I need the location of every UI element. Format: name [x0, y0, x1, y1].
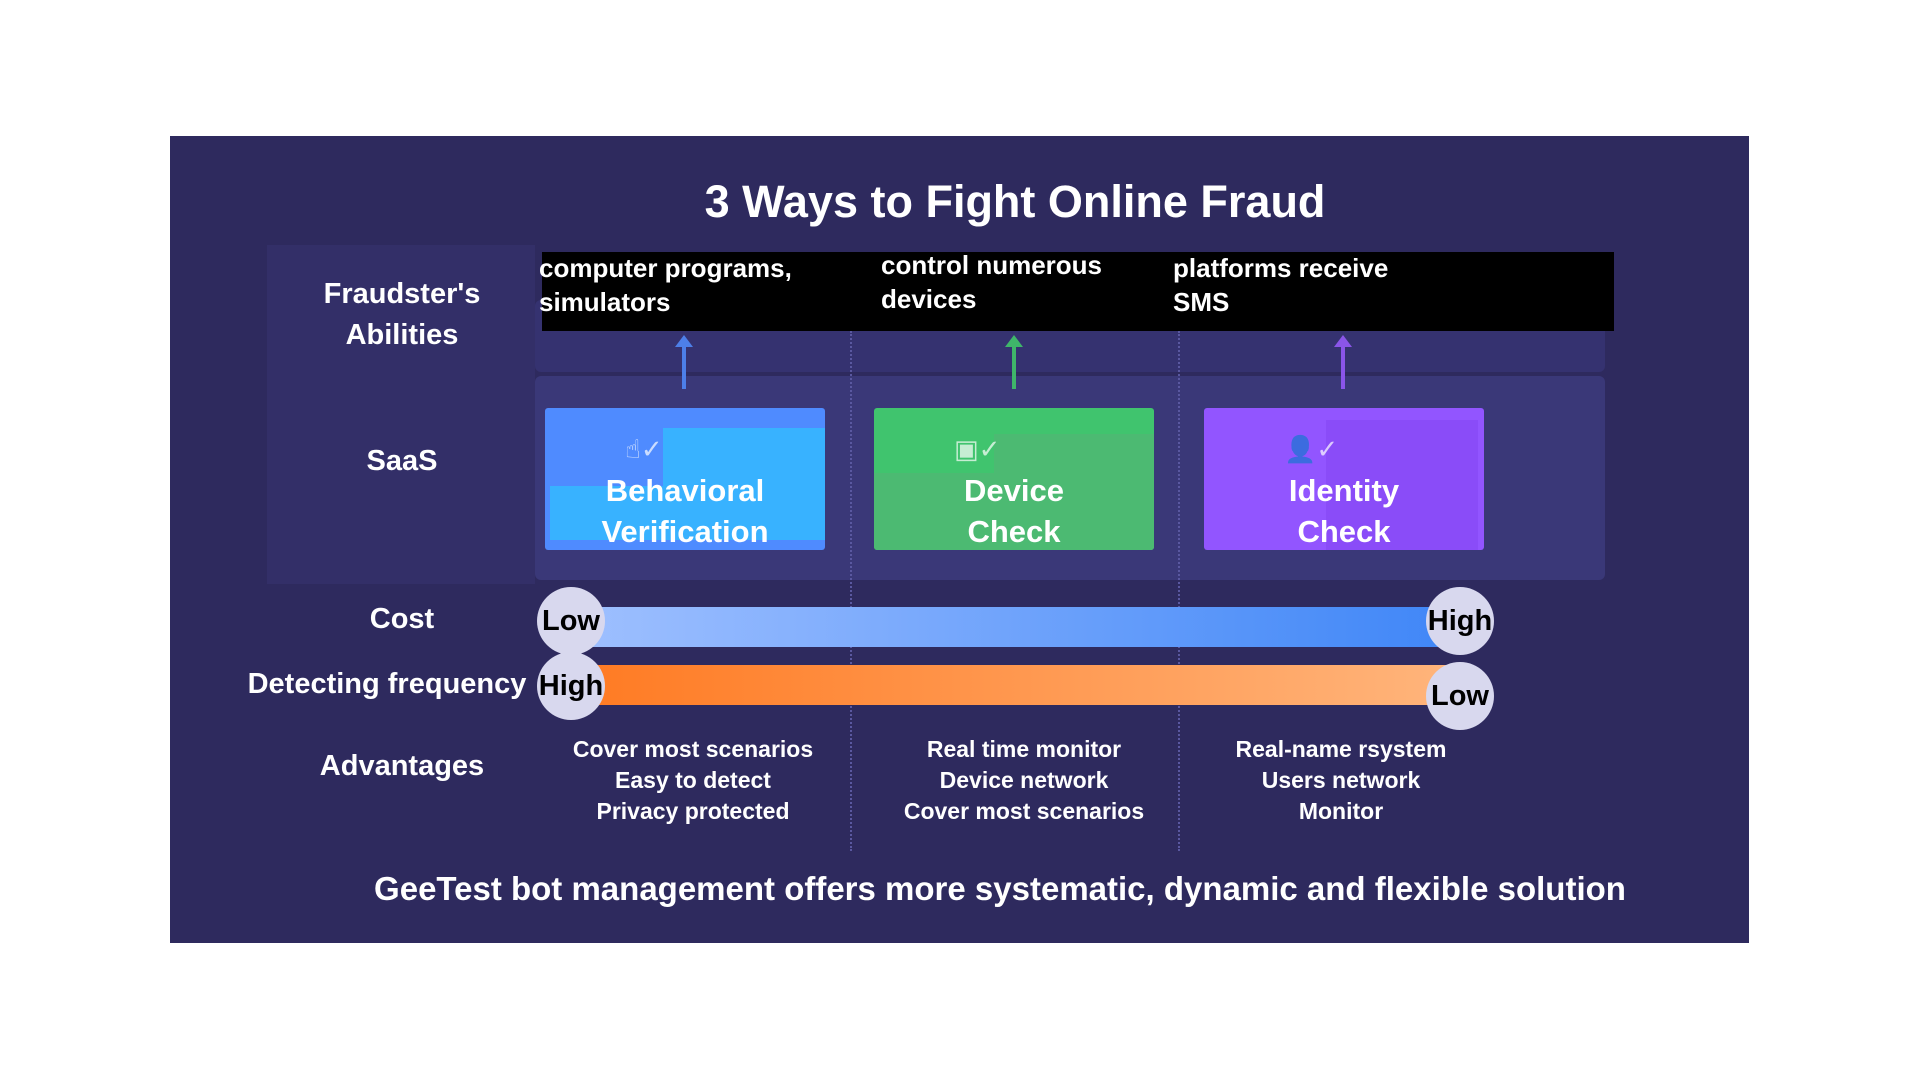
user-check-icon: 👤✓ [1284, 434, 1339, 464]
column-divider [1178, 331, 1180, 851]
advantage-item: Cover most scenarios [572, 736, 814, 762]
row-label-cost: Cost [369, 603, 435, 635]
advantage-item: Privacy protected [596, 798, 790, 824]
device-check-icon: ▣✓ [954, 434, 1001, 464]
footer-statement: GeeTest bot management offers more syste… [374, 870, 1626, 907]
frequency-bar [571, 665, 1460, 705]
row-label-column [267, 245, 535, 584]
card-line: Identity [1288, 473, 1400, 508]
card-line: Check [1297, 514, 1391, 549]
card-line: Verification [601, 514, 769, 549]
advantage-item: Easy to detect [615, 767, 771, 793]
card-line: Check [967, 514, 1061, 549]
arrow-up-icon [1334, 335, 1352, 389]
cost-low-badge: Low [537, 587, 605, 655]
frequency-high-badge: High [537, 652, 605, 720]
column-divider [850, 331, 852, 851]
hand-check-icon: ☝✓ [625, 434, 663, 464]
label-line: Fraudster's [323, 278, 481, 310]
diagram-title: 3 Ways to Fight Online Fraud [704, 176, 1326, 227]
cost-high-badge: High [1426, 587, 1494, 655]
advantage-item: Cover most scenarios [903, 798, 1145, 824]
advantage-item: Device network [939, 767, 1109, 793]
ability-line: simulators [539, 287, 671, 317]
ability-line: devices [881, 284, 977, 314]
advantage-item: Monitor [1298, 798, 1384, 824]
abilities-bar [542, 252, 1614, 331]
arrow-up-icon [675, 335, 693, 389]
card-line: Behavioral [605, 473, 765, 508]
cost-bar [571, 607, 1460, 647]
row-label-advantages: Advantages [319, 750, 485, 782]
ability-2: control numerous devices [881, 248, 1201, 316]
row-label-saas: SaaS [366, 445, 438, 477]
row-label-frequency: Detecting frequency [247, 668, 527, 700]
ability-line: SMS [1173, 287, 1230, 317]
frequency-low-badge: Low [1426, 662, 1494, 730]
advantage-item: Users network [1261, 767, 1421, 793]
label-line: Abilities [345, 319, 459, 351]
advantage-item: Real-name rsystem [1235, 736, 1447, 762]
card-line: Device [964, 473, 1064, 508]
ability-line: control numerous [881, 250, 1103, 280]
arrow-up-icon [1005, 335, 1023, 389]
ability-line: computer programs, [539, 253, 792, 283]
ability-1: computer programs, simulators [539, 251, 859, 319]
ability-line: platforms receive [1173, 253, 1389, 283]
advantage-item: Real time monitor [926, 736, 1122, 762]
